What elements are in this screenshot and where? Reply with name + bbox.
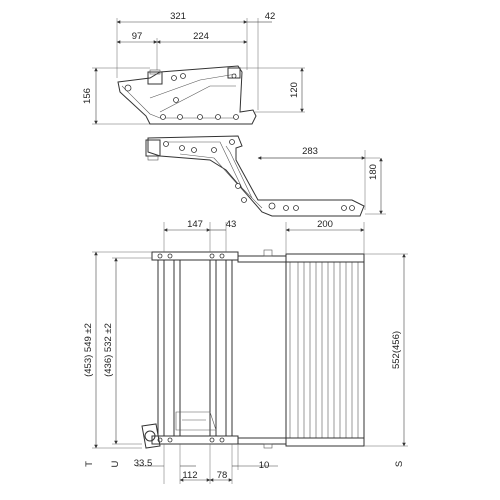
dim-top-mid: 43 (226, 219, 237, 230)
extended-step-mechanism (145, 135, 365, 217)
dim-left-outer: (453) 549 ±2 (83, 323, 94, 377)
dim-offset-right: 42 (265, 11, 276, 22)
dim-top-right: 200 (317, 219, 333, 230)
dim-right: 552(456) (391, 331, 402, 369)
dim-height-inner: 120 (289, 82, 300, 98)
folded-step-mechanism (117, 65, 257, 125)
dim-bottom-d: 10 (259, 460, 270, 471)
dim-bottom-c: 78 (217, 470, 228, 481)
dim-height: 180 (368, 164, 379, 180)
front-view: 147 43 200 (453) 549 ±2 (436) 532 ±2 552… (83, 219, 408, 484)
step-tread (285, 253, 365, 447)
dim-bottom-b: 112 (182, 470, 197, 481)
dim-top-left: 147 (187, 219, 203, 230)
dim-width-total: 321 (170, 11, 186, 22)
marker-t: T (84, 461, 95, 467)
step-frame (141, 249, 287, 449)
dim-left-segment: 97 (132, 31, 143, 42)
dim-left-inner: (436) 532 ±2 (103, 323, 114, 377)
marker-u: U (110, 460, 121, 467)
top-view: 321 42 97 224 156 120 (82, 11, 305, 125)
dim-height-total: 156 (82, 88, 93, 104)
marker-s: S (394, 461, 405, 467)
dim-bottom-a: 33.5 (134, 458, 153, 469)
side-view: 283 180 (145, 135, 386, 217)
dim-right-segment: 224 (193, 31, 209, 42)
dim-extension: 283 (302, 146, 318, 157)
